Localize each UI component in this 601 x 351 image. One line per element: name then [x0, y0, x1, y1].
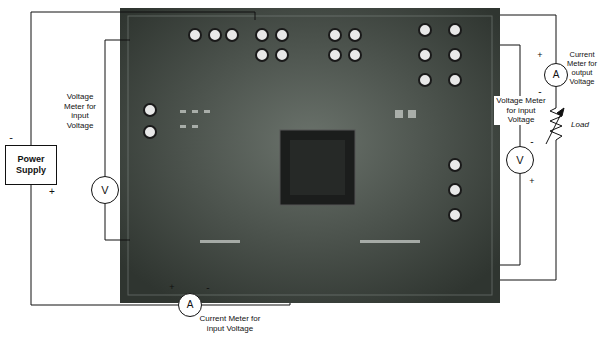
- voltmeter-symbol: V: [506, 146, 534, 174]
- power-supply-box: Power Supply: [5, 145, 57, 185]
- node-text: Power Supply: [9, 154, 53, 176]
- polarity-sign: +: [536, 50, 544, 61]
- polarity-sign: -: [528, 136, 536, 148]
- meter-label: Current Meter for input Voltage: [198, 314, 262, 333]
- wiring: [31, 12, 564, 305]
- node-text: A: [553, 69, 560, 81]
- meter-label: Current Meter for output Voltage: [566, 50, 598, 86]
- load-label: Load: [567, 120, 593, 130]
- polarity-sign: -: [7, 131, 15, 144]
- node-text: A: [187, 299, 194, 311]
- polarity-sign: +: [528, 176, 536, 187]
- ammeter-symbol: A: [178, 293, 202, 317]
- circuit-board-photo: [120, 8, 500, 303]
- polarity-sign: -: [204, 282, 212, 294]
- polarity-sign: +: [48, 186, 56, 198]
- node-text: V: [516, 154, 523, 167]
- meter-label: Voltage Meter for input Voltage: [494, 96, 548, 125]
- polarity-sign: +: [168, 282, 176, 293]
- node-text: V: [101, 184, 108, 197]
- polarity-sign: -: [536, 86, 544, 98]
- meter-label: Voltage Meter for input Voltage: [58, 92, 102, 130]
- voltmeter-symbol: V: [91, 176, 119, 204]
- ammeter-symbol: A: [544, 63, 568, 87]
